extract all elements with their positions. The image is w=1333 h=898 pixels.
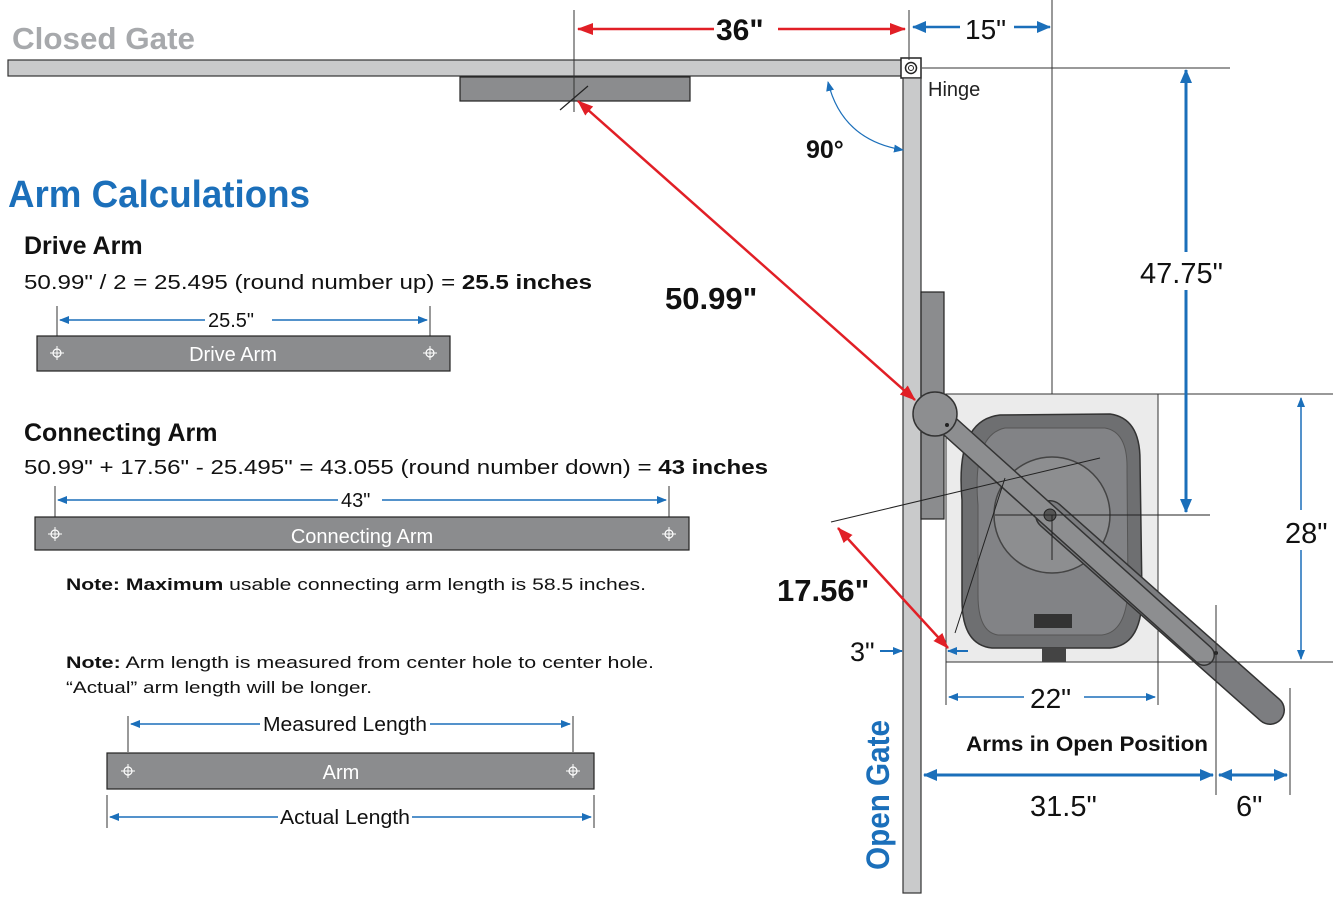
drive-arm-bar-label: Drive Arm	[189, 344, 277, 366]
hinge-label: Hinge	[928, 79, 980, 101]
hinge-icon	[900, 57, 922, 79]
angle-label: 90°	[806, 136, 844, 164]
dim-22-label: 22"	[1030, 683, 1071, 714]
closed-gate-rail	[7, 59, 905, 77]
note-maximum-length: Note: Maximum usable connecting arm leng…	[66, 575, 646, 594]
example-arm-bar	[106, 752, 595, 790]
dim-36-label: 36"	[716, 14, 764, 47]
actual-length-label: Actual Length	[280, 807, 410, 829]
dim-4775-label: 47.75"	[1140, 258, 1223, 290]
open-gate-post	[902, 77, 922, 894]
drive-arm-title: Drive Arm	[24, 232, 143, 260]
hole-icon	[48, 527, 62, 541]
dim-28-label: 28"	[1285, 518, 1328, 550]
arm-pivot-joint	[912, 391, 958, 437]
drive-arm-dim-label: 25.5"	[208, 310, 254, 332]
arm-calculations-heading: Arm Calculations	[8, 174, 310, 216]
dim-1756-line	[837, 527, 949, 649]
example-arm-bar-label: Arm	[323, 762, 360, 784]
drive-arm-open	[926, 404, 1215, 666]
dim-5099-label: 50.99"	[665, 281, 757, 316]
dim-1756-label: 17.56"	[777, 573, 869, 608]
note-measurement: Note: Arm length is measured from center…	[66, 653, 654, 672]
hole-icon	[423, 346, 437, 360]
hole-icon	[566, 764, 580, 778]
connecting-arm-title: Connecting Arm	[24, 419, 218, 447]
connecting-arm-dim-label: 43"	[341, 490, 370, 512]
connecting-arm-bar-label: Connecting Arm	[291, 526, 433, 548]
measured-length-label: Measured Length	[263, 714, 427, 736]
drive-arm-formula: 50.99" / 2 = 25.495 (round number up) = …	[24, 272, 592, 294]
arms-open-position-label: Arms in Open Position	[966, 733, 1208, 756]
note-actual-length: “Actual” arm length will be longer.	[66, 678, 372, 697]
drive-arm-bar	[36, 335, 451, 372]
dim-5099-line	[577, 100, 916, 401]
closed-gate-label: Closed Gate	[12, 21, 195, 56]
hole-icon	[121, 764, 135, 778]
hole-icon	[662, 527, 676, 541]
open-gate-label: Open Gate	[860, 720, 896, 870]
dim-3-label: 3"	[850, 637, 875, 667]
dim-15-label: 15"	[965, 14, 1006, 45]
connecting-arm-bar	[34, 516, 690, 551]
dim-315-label: 31.5"	[1030, 791, 1097, 823]
hole-icon	[50, 346, 64, 360]
hinge-pin-icon	[904, 61, 918, 75]
dim-6-label: 6"	[1236, 791, 1262, 823]
connecting-arm-formula: 50.99" + 17.56" - 25.495" = 43.055 (roun…	[24, 457, 768, 479]
